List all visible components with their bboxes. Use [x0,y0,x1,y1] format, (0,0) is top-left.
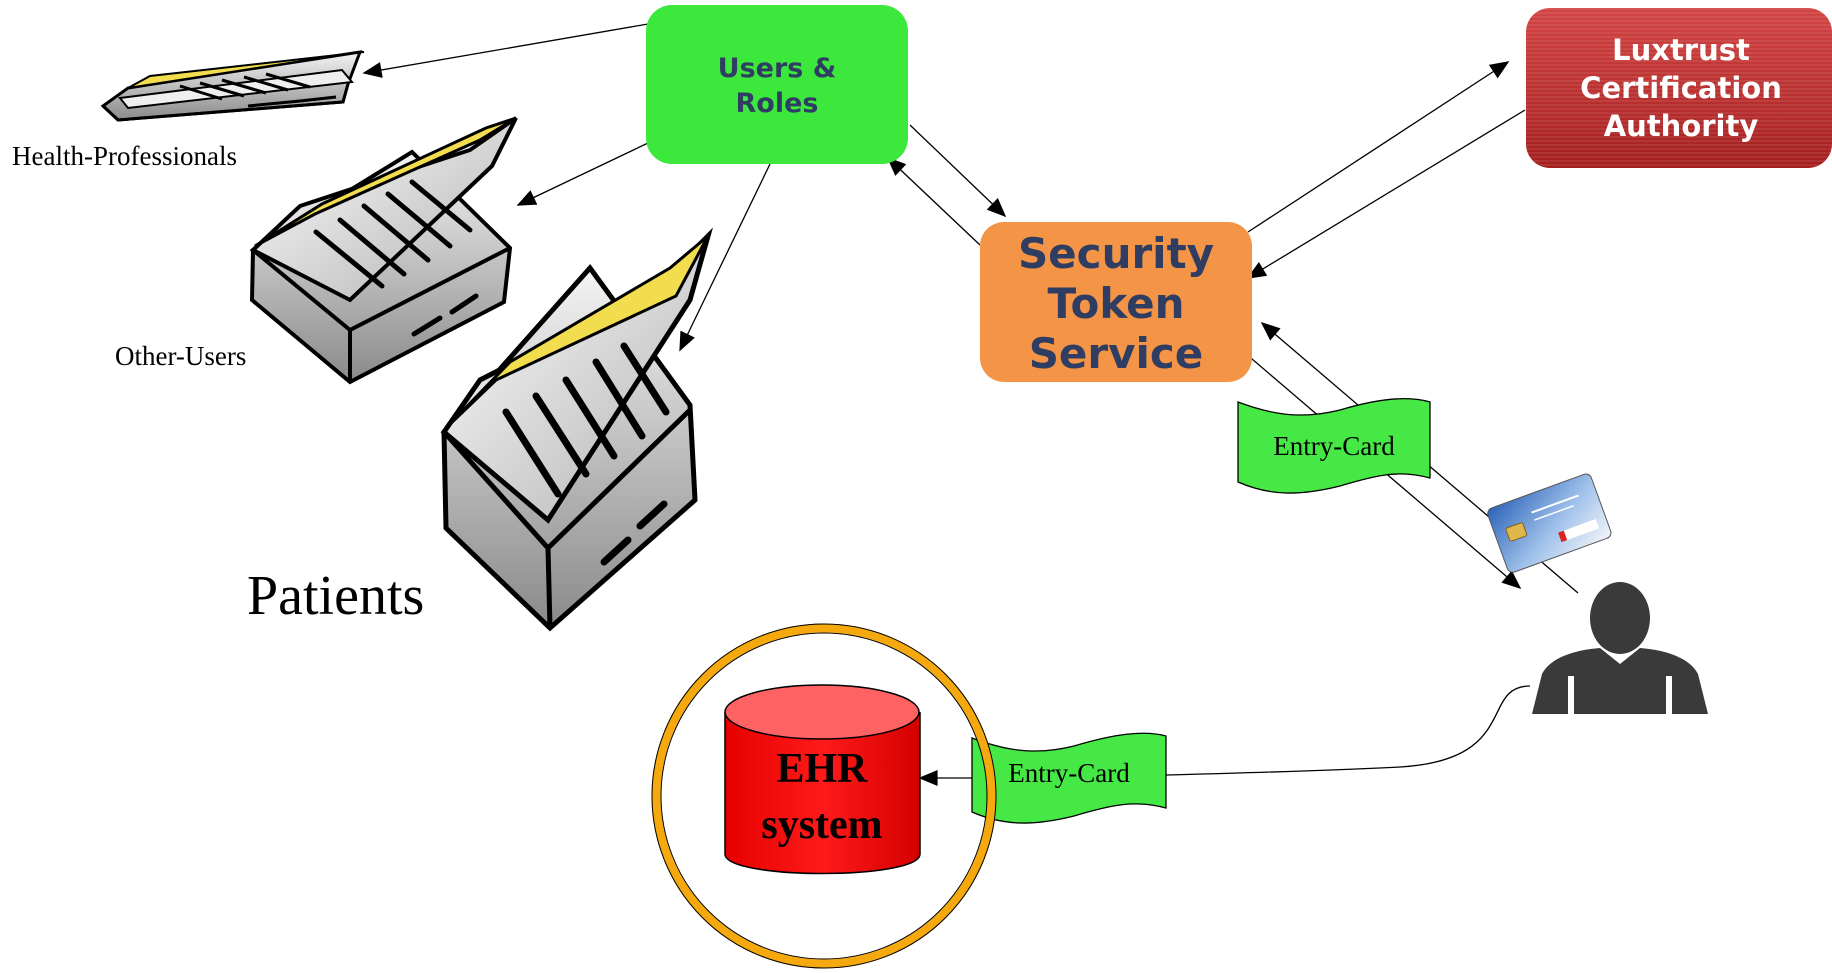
book-icon [249,116,518,385]
user-to-ehr-connector [1129,685,1531,777]
arrow-roles-to-sts [909,124,1007,218]
users-roles-label-2: Roles [736,88,819,119]
book-other-label: Other-Users [115,341,246,371]
database-cylinder-icon [724,684,921,875]
entry-card-lower: Entry-Card [971,732,1167,824]
book-patients: Patients [247,227,713,632]
users-roles-label-1: Users & [718,53,837,84]
luxtrust-smartcard-icon [1487,473,1612,573]
book-icon [100,50,365,122]
arrow-roles-to-health [362,23,649,78]
sts-label-1: Security [1018,229,1214,278]
users-roles-box [646,5,908,164]
entry-card-upper-label: Entry-Card [1273,431,1395,461]
luxtrust-label-3: Authority [1604,109,1759,143]
arrow-roles-to-patients [679,163,771,352]
ehr-ring [651,623,997,969]
entry-card-lower-label: Entry-Card [1008,758,1130,788]
arrow-roles-to-other [516,142,649,206]
sts-label-3: Service [1029,329,1204,378]
sts-label-2: Token [1047,279,1184,328]
ehr-label-1: EHR [776,746,868,792]
sts-node: Security Token Service [980,222,1252,382]
arrow-luxtrust-to-sts [1246,109,1526,279]
book-health-label: Health-Professionals [12,141,237,171]
sts-box [980,222,1252,382]
book-icon [440,227,713,632]
book-other-users: Other-Users [115,116,518,385]
ehr-label-2: system [761,802,882,848]
entry-card-upper: Entry-Card [1237,398,1431,494]
arrow-sts-to-luxtrust [1247,61,1510,233]
luxtrust-label-2: Certification [1580,71,1782,105]
luxtrust-node: Luxtrust Certification Authority [1526,8,1832,168]
book-health-professionals: Health-Professionals [12,50,365,171]
person-silhouette-icon [1532,582,1708,714]
users-roles-node: Users & Roles [646,5,908,164]
book-patients-label: Patients [247,565,424,627]
ehr-node: EHR system [651,623,997,969]
luxtrust-label-1: Luxtrust [1612,33,1750,67]
arrow-sts-to-roles [886,156,981,246]
